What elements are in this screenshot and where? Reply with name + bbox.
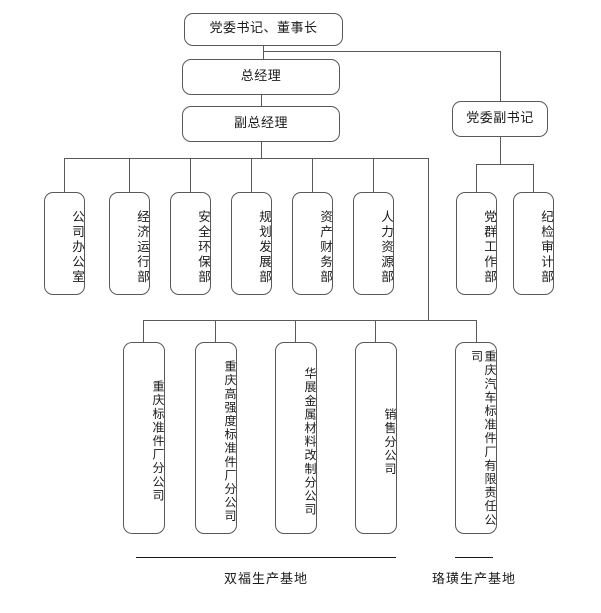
connector-subsidiary-2	[215, 320, 216, 342]
connector-dept-6	[373, 158, 374, 192]
connector-subsidiary-1	[143, 320, 144, 342]
connector-subsidiary-5	[476, 320, 477, 342]
node-deputy-general-manager-label: 副总经理	[233, 115, 288, 131]
connector-dept-1	[64, 158, 65, 192]
node-department-3[interactable]: 安全环保部	[170, 192, 211, 295]
node-department-3-label: 安全环保部	[196, 209, 211, 285]
base-label-1: 双福生产基地	[223, 572, 308, 587]
connector-dept-5	[312, 158, 313, 192]
node-department-2-label: 经济运行部	[135, 209, 150, 285]
node-party-department-2[interactable]: 纪检审计部	[513, 192, 554, 295]
node-general-manager-label: 总经理	[240, 68, 282, 84]
connector-dgm-to-bus	[261, 142, 262, 158]
connector-subsidiary-3	[295, 320, 296, 342]
node-party-department-1[interactable]: 党群工作部	[456, 192, 497, 295]
connector-dept-2	[129, 158, 130, 192]
base-underline-2	[455, 557, 493, 558]
base-underline-1	[136, 557, 396, 558]
node-department-2[interactable]: 经济运行部	[109, 192, 150, 295]
party-department-bus	[476, 164, 534, 165]
node-subsidiary-3-label: 华展金属材料改制分公司	[303, 366, 317, 517]
node-party-department-1-label: 党群工作部	[482, 209, 497, 285]
connector-subsidiary-4	[375, 320, 376, 342]
node-department-4-label: 规划发展部	[257, 209, 272, 285]
node-chairman-label: 党委书记、董事长	[209, 21, 318, 37]
node-subsidiary-4-label: 销售分公司	[383, 407, 397, 476]
node-subsidiary-3[interactable]: 华展金属材料改制分公司	[275, 342, 317, 534]
connector-gm-to-dgm	[261, 95, 262, 106]
base-label-2: 珞璜生产基地	[431, 572, 516, 587]
node-subsidiary-1-label: 重庆标准件厂分公司	[151, 380, 165, 503]
connector-branch-right-drop	[500, 51, 501, 101]
node-department-1-label: 公司办公室	[70, 209, 85, 285]
node-subsidiary-4[interactable]: 销售分公司	[355, 342, 397, 534]
node-subsidiary-2-label: 重庆高强度标准件厂分公司	[223, 359, 237, 524]
node-party-department-2-label: 纪检审计部	[539, 209, 554, 285]
node-deputy-party-secretary-label: 党委副书记	[466, 110, 534, 126]
department-bus	[64, 158, 429, 159]
node-department-1[interactable]: 公司办公室	[44, 192, 85, 295]
connector-party-dept-1	[476, 164, 477, 192]
node-department-4[interactable]: 规划发展部	[231, 192, 272, 295]
subsidiary-bus	[143, 320, 477, 321]
connector-party-dept-2	[533, 164, 534, 192]
connector-dps-to-bus	[500, 137, 501, 164]
node-deputy-party-secretary[interactable]: 党委副书记	[452, 101, 548, 137]
node-department-5[interactable]: 资产财务部	[292, 192, 333, 295]
node-department-5-label: 资产财务部	[318, 209, 333, 285]
node-subsidiary-2[interactable]: 重庆高强度标准件厂分公司	[195, 342, 237, 534]
connector-chairman-branch-right	[263, 51, 500, 52]
node-department-6-label: 人力资源部	[379, 209, 394, 285]
node-department-6[interactable]: 人力资源部	[353, 192, 394, 295]
connector-chairman-to-gm	[263, 46, 264, 59]
connector-dept-3	[190, 158, 191, 192]
node-subsidiary-1[interactable]: 重庆标准件厂分公司	[123, 342, 165, 534]
connector-dept-4	[251, 158, 252, 192]
node-general-manager[interactable]: 总经理	[182, 59, 340, 95]
node-chairman[interactable]: 党委书记、董事长	[184, 13, 343, 46]
node-subsidiary-5[interactable]: 重庆汽车标准件厂有限责任公司	[455, 342, 497, 534]
node-subsidiary-5-label: 重庆汽车标准件厂有限责任公司	[469, 350, 497, 527]
connector-bus-to-subsidiary	[428, 158, 429, 320]
node-deputy-general-manager[interactable]: 副总经理	[182, 106, 340, 142]
